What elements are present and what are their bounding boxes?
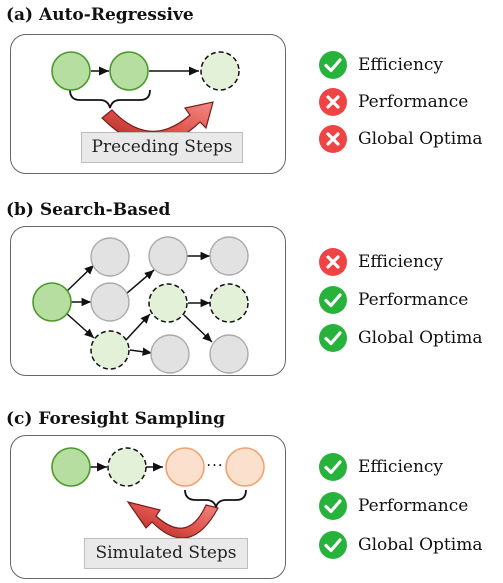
cross-circle-icon (319, 125, 347, 153)
criterion-row: Efficiency (318, 50, 443, 80)
panel-c-ellipsis: ··· (206, 456, 224, 474)
panel-c-label: Simulated Steps (84, 538, 248, 569)
criterion-row: Efficiency (318, 247, 443, 277)
check-circle-icon (319, 453, 347, 481)
criterion-label: Efficiency (358, 457, 444, 477)
criterion-row: Performance (318, 285, 468, 315)
criterion-row: Global Optima (318, 530, 482, 560)
criterion-label: Efficiency (358, 55, 444, 75)
criterion-row: Efficiency (318, 452, 443, 482)
cross-circle-icon (319, 88, 347, 116)
criterion-label: Global Optima (358, 535, 483, 555)
criterion-row: Performance (318, 87, 468, 117)
check-circle-icon (319, 286, 347, 314)
criterion-row: Performance (318, 491, 468, 521)
criterion-row: Global Optima (318, 323, 482, 353)
check-circle-icon (319, 531, 347, 559)
panel-a-title: (a) Auto-Regressive (6, 5, 194, 25)
criterion-row: Global Optima (318, 124, 482, 154)
criterion-label: Efficiency (358, 252, 444, 272)
panel-c-title: (c) Foresight Sampling (6, 409, 225, 429)
panel-a-label: Preceding Steps (81, 132, 243, 163)
criterion-label: Global Optima (358, 129, 483, 149)
check-circle-icon (319, 492, 347, 520)
cross-circle-icon (319, 248, 347, 276)
criterion-label: Performance (358, 92, 469, 112)
check-circle-icon (319, 51, 347, 79)
criterion-label: Performance (358, 496, 469, 516)
criterion-label: Performance (358, 290, 469, 310)
panel-b-diagram-box (10, 226, 286, 376)
panel-b-title: (b) Search-Based (6, 200, 171, 220)
criterion-label: Global Optima (358, 328, 483, 348)
check-circle-icon (319, 324, 347, 352)
